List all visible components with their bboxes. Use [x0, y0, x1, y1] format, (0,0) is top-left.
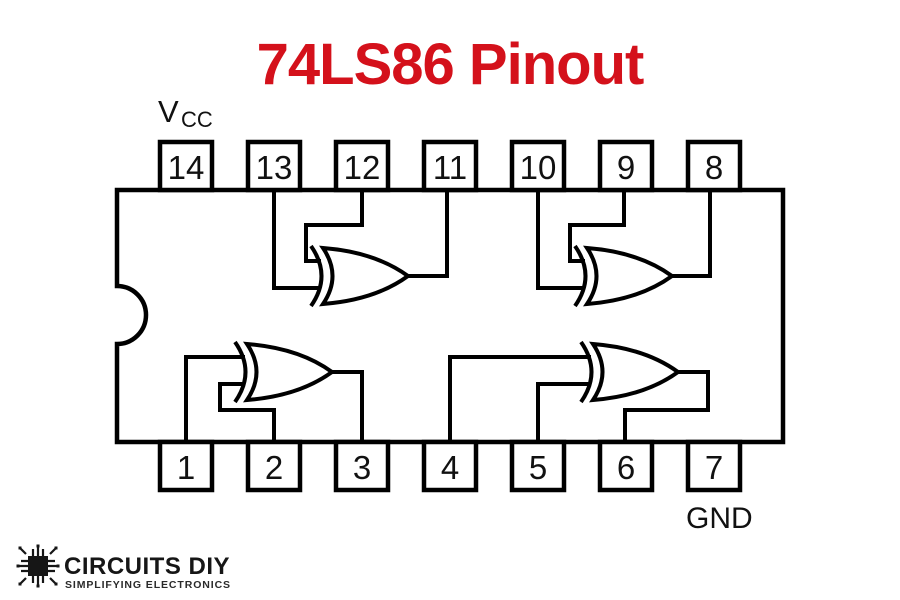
- xor-gate-output3: [233, 340, 336, 404]
- pin-number: 12: [344, 149, 381, 186]
- pin-box-11: 11: [421, 139, 479, 193]
- pin-number: 3: [353, 449, 371, 486]
- pin-number: 9: [617, 149, 635, 186]
- pin-box-2: 2: [245, 439, 303, 493]
- pin-number: 1: [177, 449, 195, 486]
- logo-tagline-text: SIMPLIFYING ELECTRONICS: [65, 579, 231, 591]
- xor-gate-output11: [309, 244, 412, 308]
- pin-number: 5: [529, 449, 547, 486]
- pin-box-13: 13: [245, 139, 303, 193]
- xor-body: [243, 341, 336, 403]
- chip-logo-icon: [16, 544, 60, 588]
- page-title: 74LS86 Pinout: [257, 32, 644, 97]
- pin-number: 11: [433, 149, 467, 186]
- pin-number: 14: [168, 149, 205, 186]
- pin-box-12: 12: [333, 139, 391, 193]
- circuits-diy-logo: CIRCUITS DIY SIMPLIFYING ELECTRONICS: [16, 544, 231, 591]
- xor-input-arc: [579, 340, 594, 404]
- wire-pin3-output: [330, 370, 364, 444]
- pin-number: 2: [265, 449, 283, 486]
- xor-input-arc: [233, 340, 248, 404]
- pin-number: 13: [256, 149, 293, 186]
- pin-box-8: 8: [685, 139, 743, 193]
- wire-pin5-input: [536, 382, 591, 444]
- pin-box-6: 6: [597, 439, 655, 493]
- wire-pin2-input: [218, 382, 276, 444]
- pin-number: 4: [441, 449, 459, 486]
- pin-box-10: 10: [509, 139, 567, 193]
- logo-brand-text: CIRCUITS DIY: [64, 553, 230, 580]
- xor-body: [589, 341, 682, 403]
- pin-box-9: 9: [597, 139, 655, 193]
- wire-pin8-output: [670, 188, 712, 278]
- pin-number: 6: [617, 449, 635, 486]
- wire-pin6-output: [623, 370, 710, 444]
- pin-box-3: 3: [333, 439, 391, 493]
- xor-gate-output6: [579, 340, 682, 404]
- pin-box-7: 7: [685, 439, 743, 493]
- xor-input-arc: [309, 244, 324, 308]
- wire-pin1-input: [184, 355, 245, 444]
- xor-gate-output8: [573, 244, 676, 308]
- pin-box-14: 14: [157, 139, 215, 193]
- xor-body: [583, 245, 676, 307]
- pin-number: 8: [705, 149, 723, 186]
- gnd-label: GND: [686, 502, 753, 535]
- pin-box-1: 1: [157, 439, 215, 493]
- wire-pin4-input: [448, 355, 591, 444]
- wire-pin13-input: [272, 188, 321, 290]
- pin-box-4: 4: [421, 439, 479, 493]
- pin-number: 10: [520, 149, 557, 186]
- xor-body: [319, 245, 412, 307]
- wire-pin10-input: [536, 188, 585, 290]
- wire-pin9-input: [568, 188, 626, 263]
- wire-pin12-input: [304, 188, 364, 263]
- pin-number: 7: [705, 449, 723, 486]
- xor-input-arc: [573, 244, 588, 308]
- pin-box-5: 5: [509, 439, 567, 493]
- wire-pin11-output: [406, 188, 449, 278]
- vcc-label: V: [158, 94, 179, 129]
- vcc-label-subscript: CC: [181, 107, 213, 132]
